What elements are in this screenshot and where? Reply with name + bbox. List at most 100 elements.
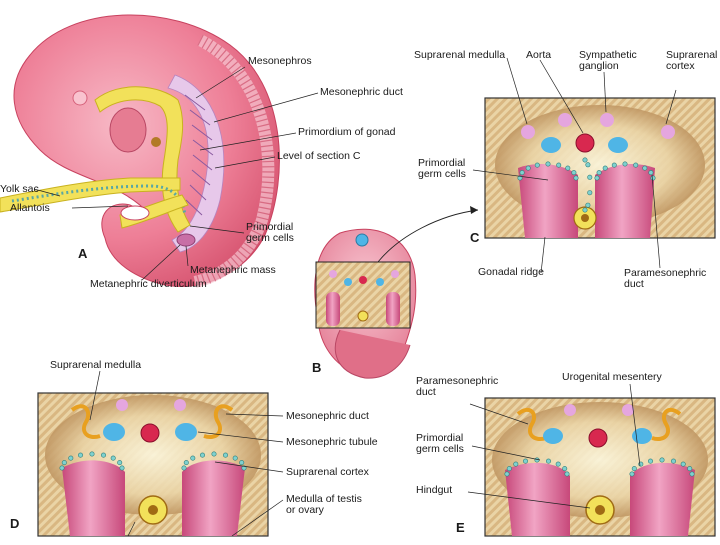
panel-c-section xyxy=(484,97,716,239)
germ-cell-dot xyxy=(565,165,571,171)
label-suprarenal-medulla-c: Suprarenal medulla xyxy=(414,49,506,61)
germ-cell-dot xyxy=(78,452,84,458)
label-mesonephros: Mesonephros xyxy=(248,55,312,67)
metanephric-mass xyxy=(176,233,196,247)
germ-cell-dot xyxy=(670,458,676,464)
d-tubule-right xyxy=(175,423,197,441)
e-ganglion-right xyxy=(622,404,634,416)
label-aorta: Aorta xyxy=(526,49,552,61)
e-ganglion-left xyxy=(564,404,576,416)
germ-cell-dot xyxy=(517,175,523,181)
label-primordial-germ-cells-c: Primordial germ cells xyxy=(418,157,466,180)
label-mesonephric-duct-a: Mesonephric duct xyxy=(320,86,403,98)
germ-cell-dot xyxy=(545,161,551,167)
germ-cell-dot xyxy=(582,207,588,213)
c-aorta xyxy=(575,133,595,153)
c-hindgut-lumen xyxy=(581,214,589,222)
germ-cell-dot xyxy=(562,466,568,472)
germ-cell-dot xyxy=(61,460,67,466)
b-medulla-right xyxy=(391,270,399,278)
germ-cell-dot xyxy=(648,170,654,176)
e-gonad-right xyxy=(630,462,695,536)
d-aorta xyxy=(140,423,160,443)
germ-cell-dot xyxy=(659,457,665,463)
mesonephric-tubules xyxy=(184,94,214,216)
germ-cell-dot xyxy=(513,461,519,467)
b-hindgut xyxy=(357,310,369,322)
panel-b-letter: B xyxy=(312,360,322,375)
label-medulla-testis-ovary: Medulla of testis or ovary xyxy=(286,493,362,516)
label-urogenital-mesentery: Urogenital mesentery xyxy=(562,371,662,383)
d-medulla-left xyxy=(70,404,101,439)
e-tubule-left xyxy=(543,428,563,444)
c-sympathetic-right xyxy=(600,113,614,127)
germ-cell-dot xyxy=(631,466,637,472)
b-tubule-left xyxy=(344,278,352,286)
germ-cell-trail xyxy=(11,184,187,216)
label-metanephric-mass: Metanephric mass xyxy=(190,264,276,276)
germ-cell-dot xyxy=(504,471,510,477)
e-medulla-left xyxy=(516,407,547,441)
c-tubule-left xyxy=(541,137,561,153)
label-paramesonephric-duct-e: Paramesonephric duct xyxy=(416,375,499,398)
b-ridge-left xyxy=(326,292,340,326)
germ-cell-dot xyxy=(110,455,116,461)
germ-cell-dot xyxy=(585,162,591,168)
germ-cell-dot xyxy=(89,451,95,457)
panel-a-leaders xyxy=(33,66,319,281)
germ-cell-dot xyxy=(629,471,635,477)
panel-c-letter: C xyxy=(470,230,480,245)
b-ridge-right xyxy=(386,292,400,326)
d-ganglion-left xyxy=(116,399,128,411)
label-metanephric-diverticulum: Metanephric diverticulum xyxy=(90,278,207,290)
b-medulla-left xyxy=(329,270,337,278)
e-medulla-right xyxy=(651,407,682,441)
label-paramesonephric-duct-c: Paramesonephric duct xyxy=(624,267,707,290)
otic-vesicle xyxy=(72,90,88,106)
neural-tube-b xyxy=(355,233,369,247)
label-sympathetic-ganglion: Sympathetic ganglion xyxy=(579,49,637,72)
germ-cell-dot xyxy=(239,460,245,466)
mesonephric-ridge xyxy=(167,74,225,253)
germ-cell-dot xyxy=(200,452,206,458)
germ-cell-dot xyxy=(241,465,247,471)
embryo-body xyxy=(13,14,280,288)
d-gonad-right xyxy=(182,460,245,536)
germ-cell-dot xyxy=(181,465,187,471)
yolk-sac-stalk xyxy=(0,177,181,213)
b-to-c-arrowhead xyxy=(470,206,478,214)
c-tubule-right xyxy=(608,137,628,153)
germ-cell-dot xyxy=(564,471,570,477)
e-tubule-right xyxy=(632,428,652,444)
germ-cell-dot xyxy=(211,451,217,457)
panel-a-letter: A xyxy=(78,246,88,261)
label-yolk-sac: Yolk sac xyxy=(0,183,39,195)
e-germ-cells xyxy=(504,457,695,477)
panel-b-section xyxy=(314,228,417,379)
label-allantois: Allantois xyxy=(10,202,50,214)
germ-cell-dot xyxy=(519,170,525,176)
panel-c-leaders xyxy=(472,57,677,274)
germ-cell-dot xyxy=(680,461,686,467)
d-gonad-left xyxy=(62,460,125,536)
germ-cell-dot xyxy=(101,452,107,458)
heart-bulge xyxy=(109,107,147,153)
label-suprarenal-cortex-c: Suprarenal cortex xyxy=(666,49,718,72)
germ-cell-dot xyxy=(587,190,593,196)
b-aorta xyxy=(359,276,367,284)
b-to-c-arrow xyxy=(377,209,479,263)
d-ganglion-right xyxy=(174,399,186,411)
germ-cell-dot xyxy=(545,458,551,464)
germ-cell-dot xyxy=(585,202,591,208)
panel-a-embryo xyxy=(0,14,280,288)
d-germ-cells xyxy=(59,451,247,471)
e-aorta xyxy=(588,428,608,448)
germ-cell-dot xyxy=(587,174,593,180)
germ-cell-dot xyxy=(556,162,562,168)
germ-cell-dot xyxy=(650,175,656,181)
e-hindgut-lumen xyxy=(595,505,605,515)
germ-cell-dot xyxy=(611,162,617,168)
label-suprarenal-cortex-d: Suprarenal cortex xyxy=(286,466,369,478)
